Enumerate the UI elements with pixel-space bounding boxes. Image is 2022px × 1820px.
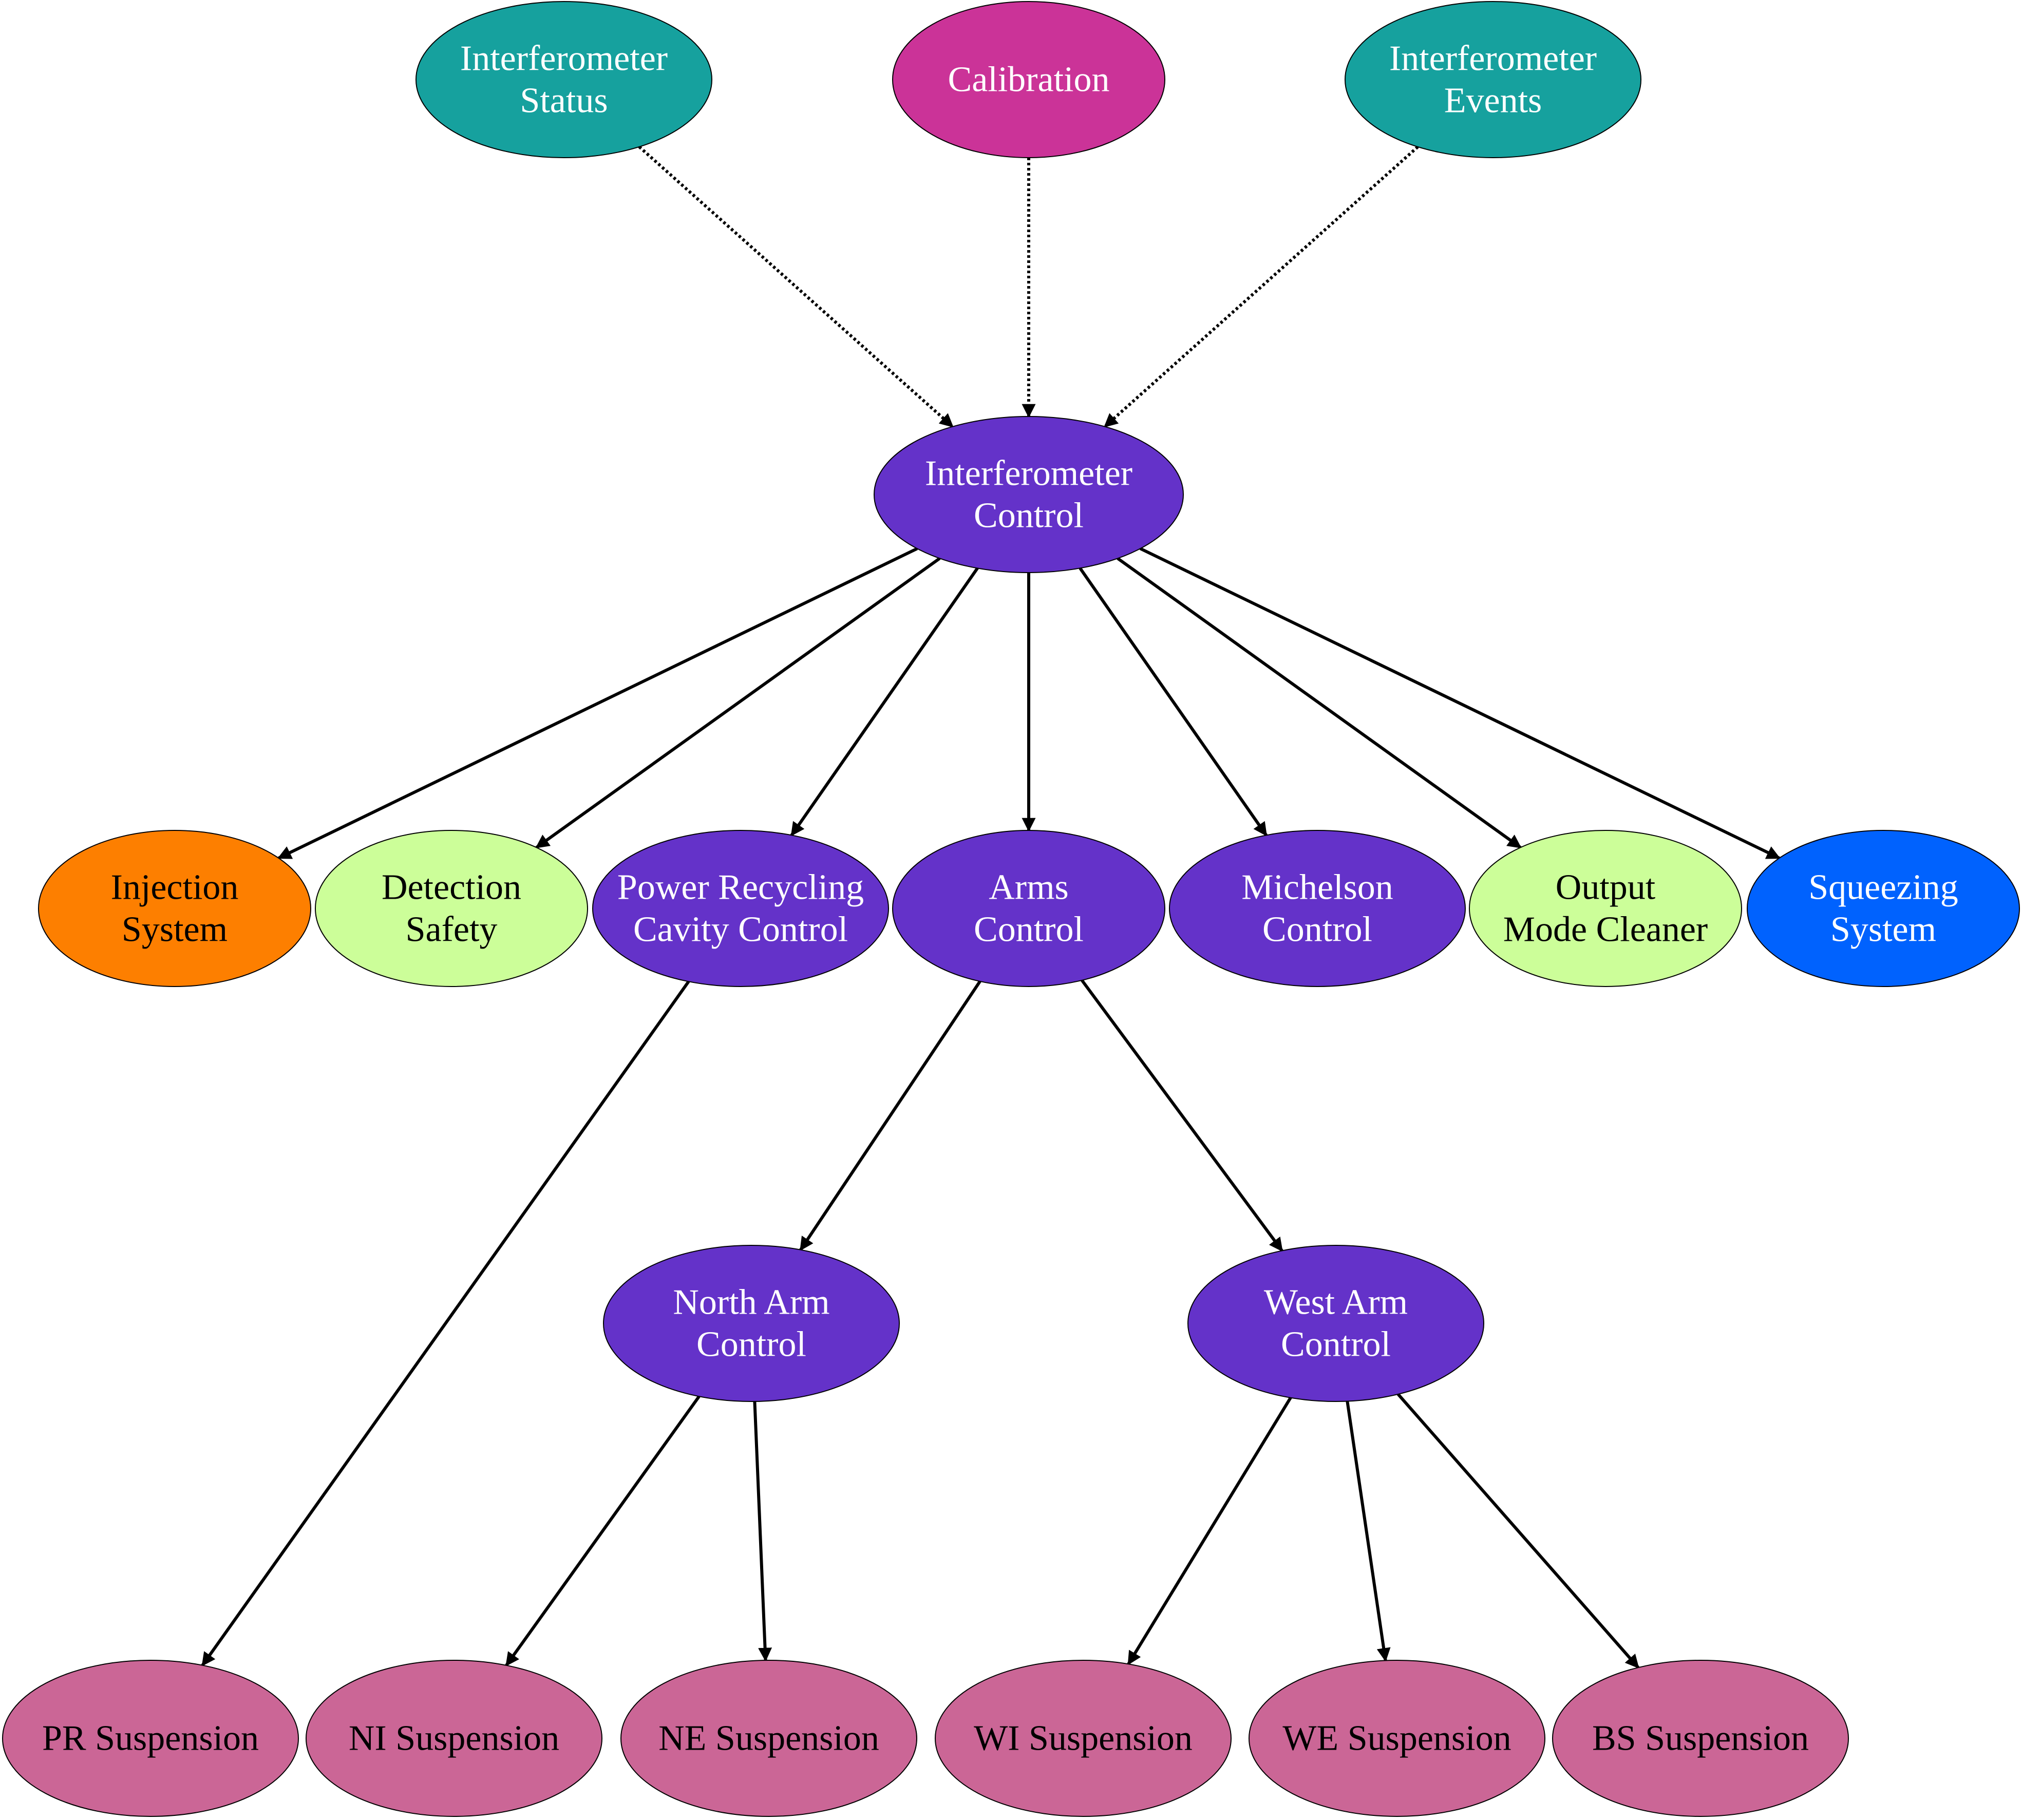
edge-ifo-control-to-detection (535, 557, 941, 849)
node-north-arm-label-line-2: Control (696, 1325, 806, 1364)
node-calibration-label-line-1: Calibration (948, 60, 1110, 100)
edges-layer (201, 145, 1781, 1669)
edge-west-arm-to-bs-susp (1396, 1393, 1640, 1669)
edge-north-arm-to-ni-susp (505, 1395, 701, 1666)
node-bs-susp: BS Suspension (1552, 1660, 1849, 1817)
node-omc-label-line-2: Mode Cleaner (1503, 910, 1708, 950)
node-pr-susp-shape (2, 1660, 299, 1817)
node-injection-label-line-1: Injection (111, 868, 239, 907)
node-ifo-control-label-line-1: Interferometer (925, 454, 1132, 494)
node-north-arm-shape (603, 1245, 900, 1402)
edge-ifo-control-to-michelson (1079, 567, 1268, 837)
edge-arms-to-north-arm (799, 980, 981, 1251)
node-detection-label-line-2: Safety (406, 910, 498, 950)
edge-west-arm-to-we-susp (1346, 1401, 1391, 1662)
node-ifo-status-label-line-1: Interferometer (460, 39, 668, 79)
node-ifo-events-label-line-1: Interferometer (1389, 39, 1597, 79)
node-pr-susp-label-line-1: PR Suspension (42, 1719, 259, 1758)
node-ifo-status-shape (415, 1, 712, 158)
node-ni-susp: NI Suspension (306, 1660, 602, 1817)
node-calibration: Calibration (892, 1, 1165, 158)
node-pr-susp: PR Suspension (2, 1660, 299, 1817)
node-detection-label-line-1: Detection (382, 868, 521, 907)
node-bs-susp-label-line-1: BS Suspension (1592, 1719, 1809, 1758)
edge-ifo-control-to-injection (277, 547, 918, 860)
edge-ifo-control-to-omc (1117, 557, 1522, 849)
node-injection-label-line-2: System (122, 910, 228, 950)
node-ifo-status-label-line-2: Status (520, 81, 608, 121)
node-injection-shape (38, 830, 311, 987)
node-north-arm-label-line-1: North Arm (673, 1283, 829, 1322)
node-michelson-shape (1169, 830, 1466, 987)
node-omc-shape (1469, 830, 1742, 987)
node-michelson-label-line-1: Michelson (1241, 868, 1393, 907)
node-detection-shape (315, 830, 588, 987)
node-ifo-events-label-line-2: Events (1444, 81, 1542, 121)
node-arms-label-line-2: Control (974, 910, 1084, 950)
edge-arms-to-west-arm (1081, 979, 1283, 1252)
node-ne-susp-shape (620, 1660, 917, 1817)
node-ni-susp-label-line-1: NI Suspension (349, 1719, 559, 1758)
edge-ifo-status-to-ifo-control (638, 145, 954, 428)
node-squeezing-label-line-2: System (1830, 910, 1936, 950)
node-ifo-control-label-line-2: Control (974, 496, 1084, 536)
node-wi-susp: WI Suspension (935, 1660, 1232, 1817)
node-west-arm-label-line-2: Control (1281, 1325, 1391, 1364)
node-squeezing-label-line-1: Squeezing (1808, 868, 1958, 907)
node-wi-susp-label-line-1: WI Suspension (974, 1719, 1193, 1758)
node-ifo-control-shape (874, 416, 1184, 573)
node-arms-label-line-1: Arms (989, 868, 1069, 907)
node-ifo-events-shape (1345, 1, 1641, 158)
edge-ifo-events-to-ifo-control (1104, 145, 1419, 428)
edge-prc-to-pr-susp (201, 980, 690, 1666)
node-west-arm-shape (1187, 1245, 1484, 1402)
node-prc-shape (592, 830, 889, 987)
node-we-susp-label-line-1: WE Suspension (1282, 1719, 1511, 1758)
node-squeezing-shape (1747, 830, 2020, 987)
node-we-susp-shape (1249, 1660, 1545, 1817)
edge-west-arm-to-wi-susp (1127, 1397, 1292, 1665)
node-prc-label-line-2: Cavity Control (633, 910, 848, 950)
node-bs-susp-shape (1552, 1660, 1849, 1817)
node-calibration-shape (892, 1, 1165, 158)
node-michelson-label-line-2: Control (1262, 910, 1372, 950)
node-west-arm-label-line-1: West Arm (1264, 1283, 1408, 1322)
node-we-susp: WE Suspension (1249, 1660, 1545, 1817)
node-ne-susp: NE Suspension (620, 1660, 917, 1817)
edge-ifo-control-to-squeezing (1139, 547, 1781, 860)
node-wi-susp-shape (935, 1660, 1232, 1817)
node-prc-label-line-1: Power Recycling (617, 868, 864, 907)
node-omc-label-line-1: Output (1556, 868, 1656, 907)
node-ne-susp-label-line-1: NE Suspension (658, 1719, 879, 1758)
node-ni-susp-shape (306, 1660, 602, 1817)
edge-ifo-control-to-prc (790, 567, 979, 837)
node-arms-shape (892, 830, 1165, 987)
edge-north-arm-to-ne-susp (753, 1401, 772, 1662)
